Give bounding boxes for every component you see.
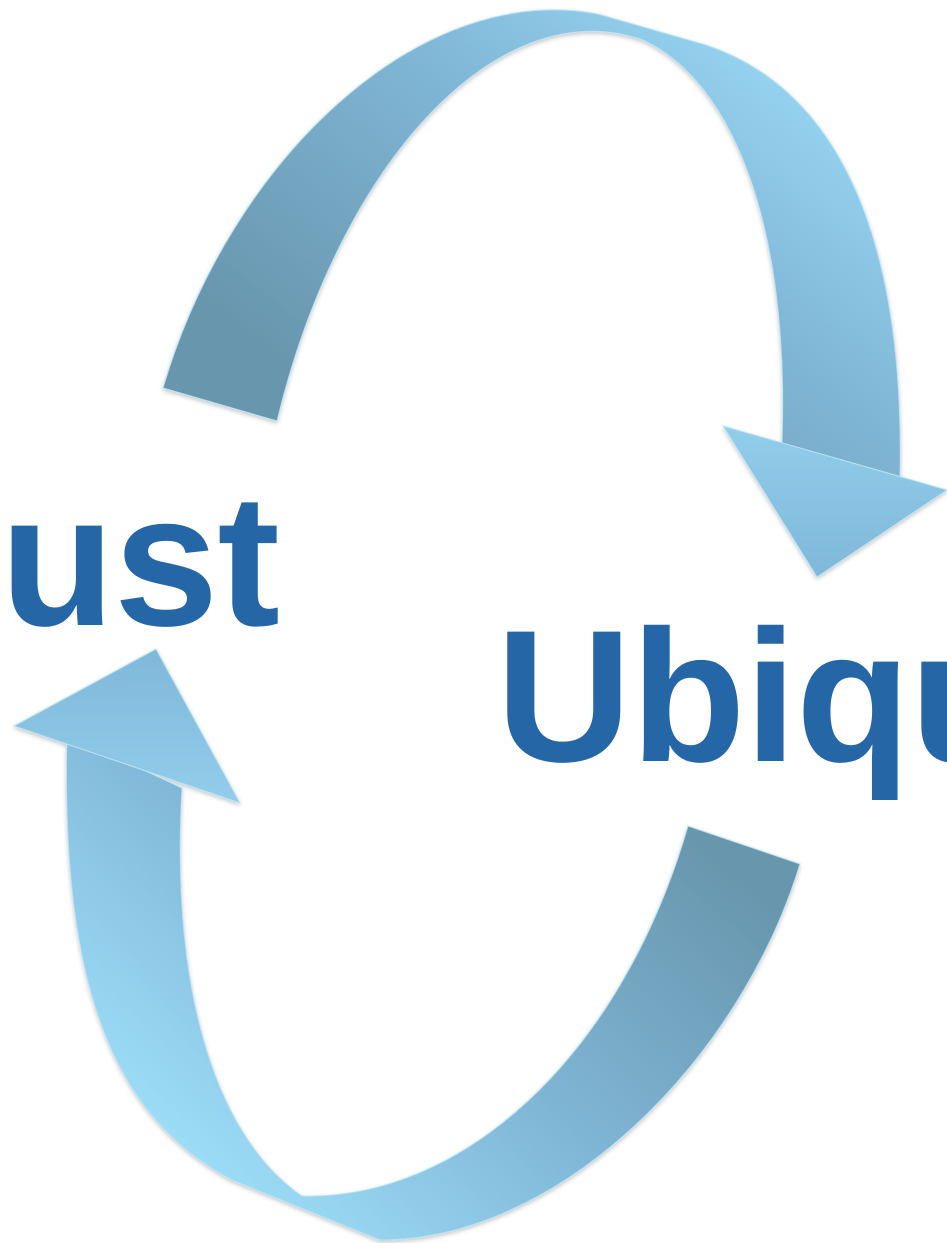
- bottom-arrow-head: [12, 648, 242, 804]
- bottom-arrow: [12, 648, 801, 1241]
- top-arrow-band: [162, 9, 901, 479]
- cycle-label-right: Ubiqu: [496, 591, 947, 801]
- top-arrow-head: [721, 425, 947, 578]
- bottom-arrow-band: [65, 733, 801, 1241]
- top-arrow: [162, 9, 947, 578]
- cycle-label-left: ust: [0, 455, 280, 665]
